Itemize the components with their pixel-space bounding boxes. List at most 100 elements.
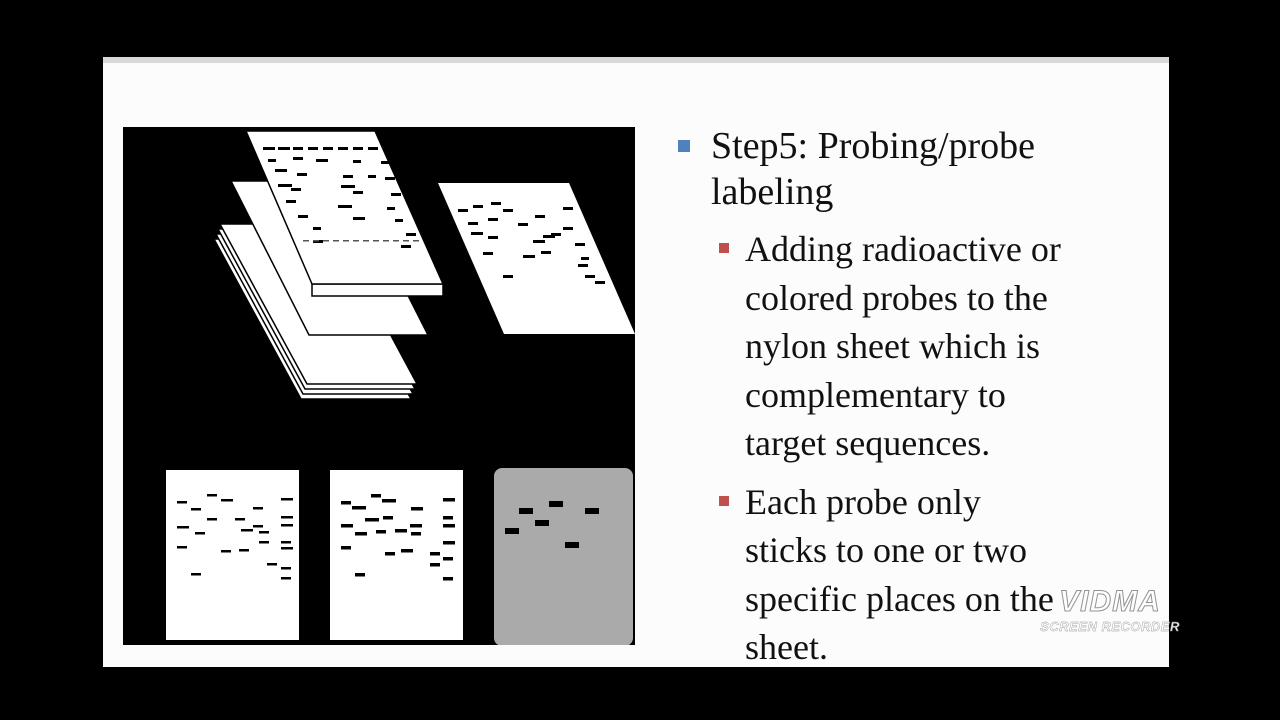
well-mark: [403, 240, 409, 242]
gel-band: [395, 219, 403, 222]
gel-band: [401, 245, 411, 248]
gel-band: [338, 205, 352, 208]
gel-panel-band: [191, 508, 201, 511]
membrane-panel-band: [401, 549, 413, 553]
gel-panel-band: [235, 518, 245, 521]
gel-band: [263, 147, 275, 150]
blot-band: [518, 223, 528, 226]
membrane-panel-band: [443, 524, 455, 528]
probe-signal-band: [519, 508, 533, 514]
gel-panel-band: [281, 524, 293, 527]
membrane-panel-band: [382, 499, 396, 503]
blot-band: [578, 264, 588, 267]
blot-band: [468, 222, 478, 225]
gel-band: [343, 175, 353, 178]
blot-band: [585, 275, 595, 278]
screen-recorder-watermark: VIDMA SCREEN RECORDER: [1040, 585, 1180, 665]
gel-band: [293, 147, 303, 150]
gel-band: [293, 157, 303, 160]
well-mark: [413, 240, 419, 242]
well-mark: [333, 240, 339, 242]
slide-text: Step5: Probing/probe labeling Adding rad…: [673, 123, 1143, 667]
square-bullet-icon: [719, 243, 729, 253]
heading-line-1: Step5: Probing/probe: [711, 125, 1036, 167]
square-bullet-icon: [678, 140, 690, 152]
blotted-sheet: [438, 183, 635, 334]
membrane-panel-band: [341, 546, 351, 550]
blot-band: [473, 205, 483, 208]
gel-slab: [244, 130, 445, 297]
membrane-panel-band: [383, 516, 393, 520]
blot-band: [523, 255, 535, 258]
slide-top-border: [103, 57, 1169, 63]
gel-panel-band: [281, 577, 291, 580]
gel-band: [368, 147, 378, 150]
blot-band: [503, 275, 513, 278]
bullet-line: colored probes to the: [745, 277, 1048, 318]
gel-band: [278, 184, 292, 187]
well-mark: [303, 240, 309, 242]
membrane-panel-band: [371, 494, 381, 498]
sub-bullet-1: Adding radioactive or colored probes to …: [711, 225, 1143, 468]
gel-band: [406, 233, 416, 236]
well-mark: [393, 240, 399, 242]
blotted-sheet-bands: [458, 202, 605, 284]
watermark-logo: VIDMA: [1059, 585, 1161, 619]
gel-band: [338, 147, 348, 150]
southern-blot-figure: scientif: [123, 127, 635, 645]
membrane-panel-band: [411, 507, 423, 511]
blot-band: [483, 252, 493, 255]
membrane-panel-band: [341, 524, 353, 528]
probe-signal-band: [585, 508, 599, 514]
blot-band: [491, 202, 501, 205]
membrane-panel-band: [352, 506, 366, 510]
membrane-panel-band: [395, 529, 407, 533]
gel-panel-band: [281, 498, 293, 501]
membrane-panel-band: [376, 530, 386, 534]
probed-panel: [494, 468, 633, 645]
probe-signal-band: [535, 520, 549, 526]
gel-band: [353, 147, 363, 150]
gel-band: [353, 217, 365, 220]
gel-band: [341, 185, 355, 188]
bullet-line: Each probe only: [745, 481, 981, 522]
membrane-panel-band: [443, 516, 453, 520]
bullet-line: specific places on the: [745, 578, 1054, 619]
gel-band: [308, 147, 318, 150]
blot-band: [595, 281, 605, 284]
gel-panel-band: [281, 547, 293, 550]
gel-band: [268, 159, 276, 162]
gel-panel-band: [241, 529, 253, 532]
blot-band: [458, 209, 468, 212]
membrane-panel-band: [430, 563, 440, 567]
gel-band: [275, 169, 287, 172]
membrane-panel-band: [355, 532, 367, 536]
probe-signal-band: [549, 501, 563, 507]
gel-band: [297, 173, 307, 176]
gel-band: [286, 200, 296, 203]
sub-bullet-2: Each probe only sticks to one or two spe…: [711, 478, 1143, 667]
gel-band: [316, 159, 328, 162]
gel-panel-band: [195, 532, 205, 535]
gel-band: [278, 147, 290, 150]
gel-band: [368, 175, 376, 178]
bullet-line: target sequences.: [745, 423, 991, 463]
gel-panel-band: [253, 525, 263, 528]
membrane-panel-band: [443, 498, 455, 502]
probe-signal-band: [565, 542, 579, 548]
slide: scientif Step5: Probing/probe labeling A…: [103, 57, 1169, 667]
blot-band: [503, 209, 513, 212]
membrane-panel-band: [430, 552, 440, 556]
gel-panel-band: [259, 541, 269, 544]
membrane-panel-band: [443, 577, 453, 581]
gel-panel-band: [221, 499, 233, 502]
gel-panel-band: [239, 549, 249, 552]
probe-signal-band: [505, 528, 519, 534]
gel-panel-band: [253, 507, 263, 510]
bullet-line: sticks to one or two: [745, 530, 1027, 570]
membrane-panel: [330, 470, 463, 640]
gel-panel-band: [207, 518, 217, 521]
bullet-line: Adding radioactive or: [745, 229, 1061, 269]
blot-band: [535, 215, 545, 218]
blot-band: [541, 251, 551, 254]
